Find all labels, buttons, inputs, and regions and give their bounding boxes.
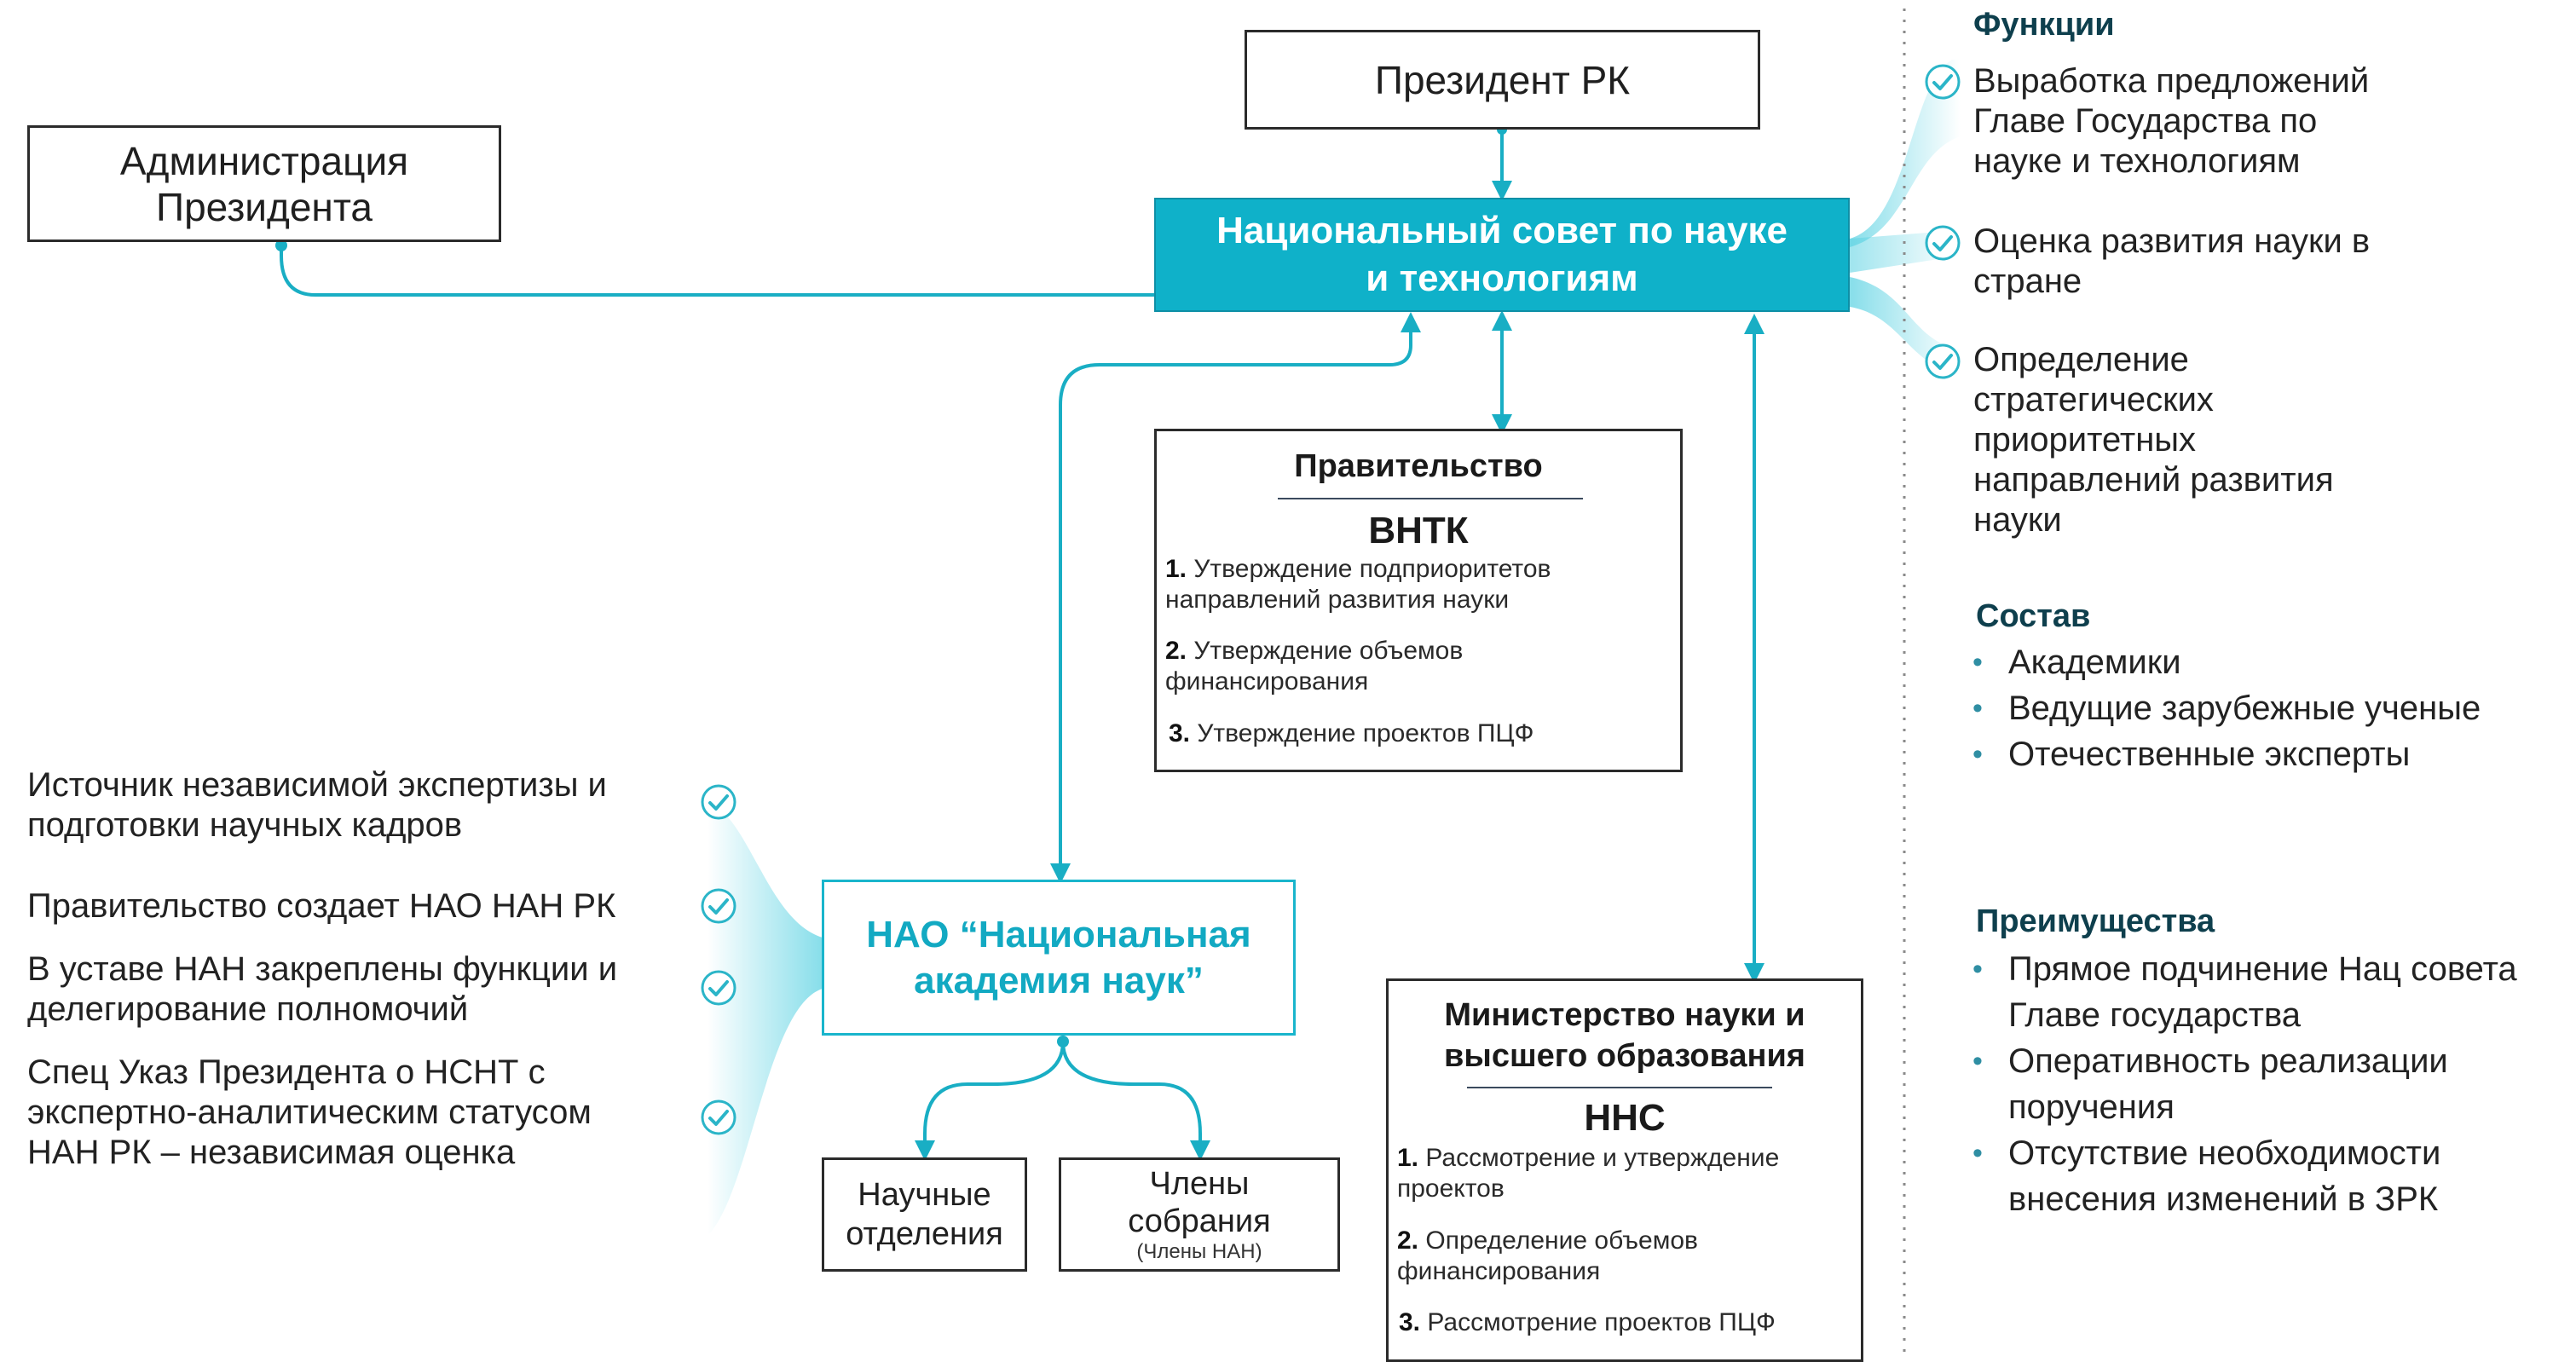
bullet-dot: • bbox=[1972, 1045, 1983, 1077]
item-number: 3. bbox=[1399, 1308, 1421, 1336]
check-icon bbox=[701, 784, 736, 820]
check-icon bbox=[701, 970, 736, 1006]
president-box: Президент РК bbox=[1245, 30, 1760, 130]
bullet-dot: • bbox=[1972, 738, 1983, 770]
function-item-1: Выработка предложений Главе Государства … bbox=[1973, 62, 2370, 180]
function-item-3: Определение стратегических приоритетных … bbox=[1973, 341, 2334, 539]
government-title: Правительство bbox=[1294, 448, 1543, 484]
ministry-committee: ННС bbox=[1584, 1097, 1666, 1139]
check-icon bbox=[1925, 225, 1961, 261]
bullet-dot: • bbox=[1972, 646, 1983, 678]
advantages-title: Преимущества bbox=[1976, 903, 2215, 939]
ministry-panel: Министерство науки и высшего образования… bbox=[1386, 978, 1863, 1362]
ministry-item-1: 1. Рассмотрение и утверждение проектов bbox=[1397, 1143, 1849, 1204]
item-number: 2. bbox=[1165, 637, 1187, 665]
item-number: 3. bbox=[1169, 719, 1191, 747]
government-committee: ВНТК bbox=[1368, 510, 1469, 551]
academy-label: НАО “Национальная академия наук” bbox=[866, 913, 1251, 1001]
item-text: Утверждение подприоритетов направлений р… bbox=[1165, 555, 1551, 614]
members-box: Члены собрания (Члены НАН) bbox=[1059, 1157, 1340, 1272]
item-text: Утверждение проектов ПЦФ bbox=[1197, 719, 1534, 747]
government-item-1: 1. Утверждение подприоритетов направлени… bbox=[1165, 554, 1643, 615]
government-item-2: 2. Утверждение объемов финансирования bbox=[1165, 636, 1643, 697]
administration-label: Администрация Президента bbox=[119, 138, 409, 229]
advantages-item-1: • Прямое подчинение Нац совета Главе госу… bbox=[1972, 946, 2571, 1038]
item-text: Рассмотрение проектов ПЦФ bbox=[1427, 1308, 1776, 1336]
advantages-item-3: • Отсутствие необходимости внесения измен… bbox=[1972, 1130, 2571, 1222]
ministry-item-3: 3. Рассмотрение проектов ПЦФ bbox=[1399, 1307, 1851, 1338]
item-number: 2. bbox=[1397, 1226, 1419, 1255]
president-label: Президент РК bbox=[1374, 57, 1631, 102]
composition-item-text: Академики bbox=[2008, 643, 2181, 681]
item-text: Утверждение объемов финансирования bbox=[1165, 637, 1464, 695]
function-item-2: Оценка развития науки в стране bbox=[1973, 222, 2371, 300]
advantages-item-2: • Оперативность реализации поручения bbox=[1972, 1038, 2571, 1130]
council-label: Национальный совет по науке и технология… bbox=[1216, 210, 1788, 299]
departments-box: Научные отделения bbox=[822, 1157, 1027, 1272]
council-box: Национальный совет по науке и технология… bbox=[1154, 198, 1850, 312]
check-icon bbox=[701, 888, 736, 924]
composition-item-3: • Отечественные эксперты bbox=[1972, 731, 2554, 777]
academy-point-2: Правительство создает НАО НАН РК bbox=[27, 887, 616, 925]
government-item-3: 3. Утверждение проектов ПЦФ bbox=[1169, 719, 1646, 749]
item-number: 1. bbox=[1397, 1144, 1419, 1172]
advantages-item-text: Оперативность реализации поручения bbox=[2008, 1042, 2448, 1126]
government-panel: Правительство ВНТК 1. Утверждение подпри… bbox=[1154, 429, 1683, 772]
check-icon bbox=[1925, 343, 1961, 379]
academy-point-3: В уставе НАН закреплены функции и делеги… bbox=[27, 950, 618, 1028]
academy-fan bbox=[708, 801, 823, 1236]
check-icon bbox=[1925, 64, 1961, 100]
functions-fan bbox=[1850, 60, 1961, 247]
bullet-dot: • bbox=[1972, 692, 1983, 724]
members-label: Члены собрания bbox=[1128, 1166, 1271, 1239]
bullet-dot: • bbox=[1972, 953, 1983, 985]
academy-point-4: Спец Указ Президента о НСНТ с экспертно-… bbox=[27, 1053, 592, 1171]
check-icon bbox=[701, 1099, 736, 1135]
composition-item-text: Отечественные эксперты bbox=[2008, 736, 2411, 773]
advantages-item-text: Отсутствие необходимости внесения измене… bbox=[2008, 1134, 2441, 1218]
functions-title: Функции bbox=[1973, 7, 2115, 43]
item-text: Определение объемов финансирования bbox=[1397, 1226, 1698, 1285]
item-number: 1. bbox=[1165, 555, 1187, 583]
departments-label: Научные отделения bbox=[846, 1177, 1003, 1252]
ministry-title: Министерство науки и высшего образования bbox=[1444, 997, 1805, 1074]
ministry-item-2: 2. Определение объемов финансирования bbox=[1397, 1226, 1849, 1287]
government-divider bbox=[1278, 498, 1583, 499]
ministry-divider bbox=[1467, 1087, 1772, 1088]
composition-item-1: • Академики bbox=[1972, 639, 2554, 685]
members-note: (Члены НАН) bbox=[1136, 1240, 1262, 1263]
academy-box: НАО “Национальная академия наук” bbox=[822, 880, 1296, 1036]
composition-title: Состав bbox=[1976, 598, 2091, 634]
advantages-item-text: Прямое подчинение Нац совета Главе госуд… bbox=[2008, 950, 2517, 1034]
composition-item-text: Ведущие зарубежные ученые bbox=[2008, 690, 2481, 727]
bullet-dot: • bbox=[1972, 1137, 1983, 1169]
academy-point-1: Источник независимой экспертизы и подгот… bbox=[27, 766, 607, 844]
composition-item-2: • Ведущие зарубежные ученые bbox=[1972, 685, 2554, 731]
administration-box: Администрация Президента bbox=[27, 125, 501, 242]
item-text: Рассмотрение и утверждение проектов bbox=[1397, 1144, 1780, 1203]
